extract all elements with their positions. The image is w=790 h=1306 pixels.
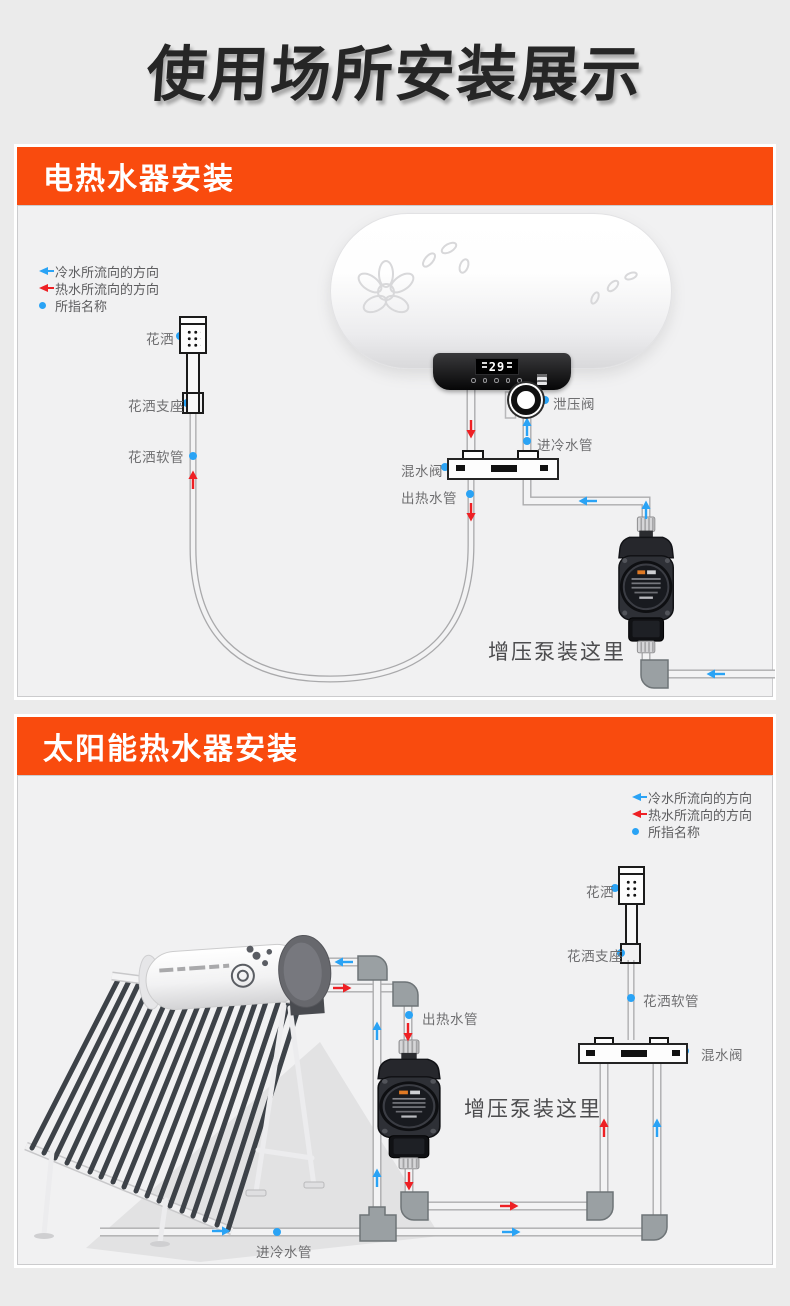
label-shower: 花洒 [586, 885, 614, 900]
shower-nozzles [624, 878, 639, 899]
control-dot-icon [505, 378, 510, 383]
electric-water-heater: 29 [330, 213, 672, 390]
heater-display: 29 [475, 358, 519, 375]
valve-mark [586, 1050, 595, 1056]
valve-port [517, 450, 539, 460]
valve-mark [491, 465, 517, 472]
shower-head [179, 316, 207, 354]
dot-icon [35, 301, 55, 309]
shower-nozzles [185, 328, 201, 348]
legend-hot-label: 热水所流向的方向 [648, 807, 753, 823]
heater-temp-value: 29 [488, 359, 506, 374]
label-relief-valve: 泄压阀 [553, 397, 595, 412]
control-dot-icon [494, 378, 499, 383]
legend-cold-label: 冷水所流向的方向 [55, 264, 160, 280]
valve-mark [672, 1050, 680, 1056]
label-hot-outlet: 出热水管 [401, 491, 457, 506]
panel-solar-title: 太阳能热水器安装 [43, 733, 299, 766]
panel-solar-body [17, 775, 773, 1265]
legend-electric: 冷水所流向的方向 热水所流向的方向 所指名称 [35, 263, 159, 314]
label-cold-inlet: 进冷水管 [537, 438, 593, 453]
legend-hot-label: 热水所流向的方向 [55, 281, 160, 297]
valve-port [462, 450, 484, 460]
mixing-valve [447, 450, 559, 480]
mixing-valve [578, 1037, 688, 1064]
legend-name-label: 所指名称 [55, 298, 108, 314]
shower-head-cap [620, 873, 643, 875]
valve-port [649, 1037, 669, 1045]
legend-cold-label: 冷水所流向的方向 [648, 790, 753, 806]
panel-electric-title: 电热水器安装 [43, 163, 235, 196]
page-title: 使用场所安装展示 [144, 41, 645, 108]
legend-row-hot: 热水所流向的方向 [628, 806, 753, 823]
legend-row-name: 所指名称 [35, 297, 159, 314]
heater-control-panel: 29 [433, 353, 571, 390]
label-mixing-valve: 混水阀 [701, 1048, 743, 1063]
hot-arrow-icon [35, 284, 55, 292]
shower-bracket [182, 392, 204, 414]
label-shower-bracket: 花洒支座 [128, 399, 184, 414]
legend-row-cold: 冷水所流向的方向 [35, 263, 160, 280]
valve-port [594, 1037, 614, 1045]
valve-mark [540, 465, 548, 471]
legend-row-hot: 热水所流向的方向 [35, 280, 160, 297]
dot-icon [628, 827, 648, 835]
control-dot-icon [482, 378, 487, 383]
relief-valve [511, 385, 541, 415]
shower-head-cap [181, 323, 205, 325]
label-shower-hose: 花洒软管 [128, 450, 184, 465]
legend-row-name: 所指名称 [628, 823, 752, 840]
heater-grid-icon [537, 374, 547, 385]
label-cold-inlet: 进冷水管 [256, 1245, 312, 1260]
control-dot-icon [471, 378, 476, 383]
hot-arrow-icon [628, 810, 648, 818]
cold-arrow-icon [628, 793, 648, 801]
valve-mark [456, 465, 465, 471]
legend-row-cold: 冷水所流向的方向 [628, 789, 753, 806]
label-pump-here: 增压泵装这里 [464, 1098, 602, 1121]
label-mixing-valve: 混水阀 [401, 464, 443, 479]
shower-handle [625, 905, 638, 945]
control-dot-icon [517, 378, 522, 383]
cold-arrow-icon [35, 267, 55, 275]
label-pump-here: 增压泵装这里 [488, 641, 626, 664]
display-segment [507, 365, 513, 368]
shower-head [618, 866, 645, 905]
panel-solar-header: 太阳能热水器安装 [17, 717, 773, 775]
display-segment [481, 365, 487, 368]
panel-electric-header: 电热水器安装 [17, 147, 773, 205]
heater-control-buttons [471, 378, 522, 383]
legend-solar: 冷水所流向的方向 热水所流向的方向 所指名称 [628, 789, 752, 840]
shower-bracket [620, 943, 641, 964]
label-shower-bracket: 花洒支座 [567, 949, 623, 964]
label-hot-outlet: 出热水管 [422, 1012, 478, 1027]
label-shower: 花洒 [146, 332, 174, 347]
heater-flower-decor [357, 241, 638, 314]
legend-name-label: 所指名称 [648, 824, 701, 840]
valve-mark [621, 1050, 647, 1057]
label-shower-hose: 花洒软管 [643, 994, 699, 1009]
